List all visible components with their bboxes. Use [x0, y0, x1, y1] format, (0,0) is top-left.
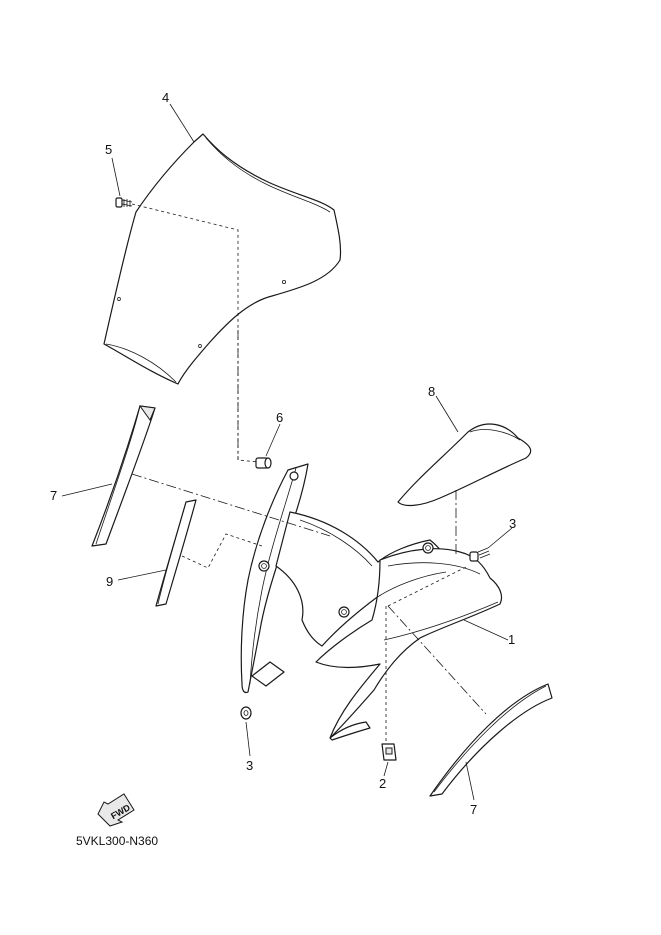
- assembly-lines: [131, 203, 487, 744]
- nut-part-3-bottom: [240, 706, 252, 720]
- clip-nut-part-2: [381, 743, 397, 761]
- callout-5: 5: [105, 142, 112, 157]
- screw-part-5: [115, 197, 133, 208]
- callout-7-upper: 7: [50, 488, 57, 503]
- diagram-code: 5VKL300-N360: [76, 834, 158, 848]
- bolt-part-3-right: [469, 547, 491, 562]
- small-strip-part-9: [155, 499, 197, 607]
- callout-3-right: 3: [509, 516, 516, 531]
- cowling-part-1: [240, 463, 503, 741]
- top-cover-part-8: [397, 423, 532, 507]
- callout-4: 4: [162, 90, 169, 105]
- side-strip-part-7-lower: [429, 683, 553, 797]
- collar-part-6: [255, 457, 272, 469]
- callout-2: 2: [379, 776, 386, 791]
- callout-6: 6: [276, 410, 283, 425]
- forward-arrow-icon: FWD: [97, 793, 135, 827]
- windshield-part-4: [103, 133, 342, 385]
- side-strip-part-7-upper: [91, 405, 156, 547]
- callout-3-bottom: 3: [246, 758, 253, 773]
- callout-7-lower: 7: [470, 802, 477, 817]
- callout-9: 9: [106, 574, 113, 589]
- leader-lines: [61, 103, 513, 801]
- callout-1: 1: [508, 632, 515, 647]
- callout-8: 8: [428, 384, 435, 399]
